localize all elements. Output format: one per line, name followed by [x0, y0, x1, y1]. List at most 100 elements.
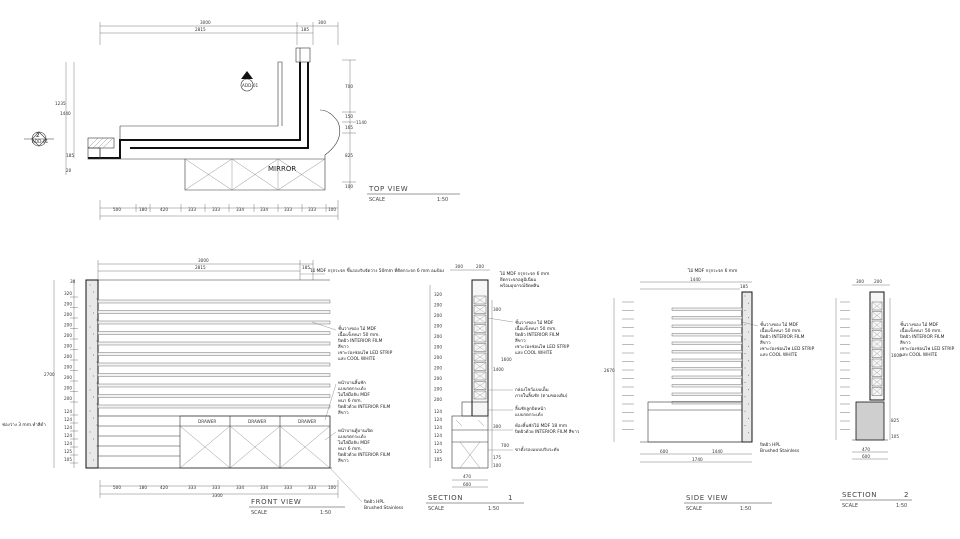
top-view-scale-label: SCALE: [369, 197, 385, 203]
section1-cell: [473, 390, 487, 400]
section1-dim-left-15: 124: [434, 441, 442, 446]
front-left-dims: 3202002002002002002002002002002001241241…: [64, 291, 78, 464]
section2-cell-cross: [871, 349, 883, 358]
front-dim-bottom-0: 500: [113, 485, 121, 490]
section1-cell: [473, 324, 487, 333]
top-dim-right-1: 150: [345, 114, 353, 119]
section1-dim-left-8: 200: [434, 376, 442, 381]
section1-dim-left-5: 200: [434, 345, 442, 350]
texture-dot: [744, 425, 746, 427]
section1-cell: [473, 352, 487, 362]
front-dim-top-1: 2815: [195, 265, 206, 270]
section2-number: 2: [904, 491, 909, 499]
front-note-2-line-2: ไม่ใส่มือจับ MDF: [337, 391, 370, 398]
front-view: 3000 2815 185 2700 30 320200200200200200…: [2, 258, 444, 516]
front-dim-left-6: 200: [64, 354, 72, 359]
texture-dot: [96, 298, 98, 300]
texture-dot: [96, 319, 98, 321]
texture-dot: [744, 338, 746, 340]
front-dim-left-9: 200: [64, 386, 72, 391]
side-note-0: ไม้ MDF กรุกระจก 6 mm: [687, 268, 737, 274]
side-shelf: [671, 333, 743, 337]
front-dim-bottom-2: 420: [160, 485, 168, 490]
section1-note-3: ลิ้นชักลูกบิดหน้า แบบกดกระเด้ง: [515, 405, 547, 418]
top-dim-bottom-9: 100: [328, 207, 336, 212]
front-view-scale-label: SCALE: [251, 510, 267, 516]
front-shelf: [97, 352, 331, 356]
texture-dot: [96, 424, 98, 426]
section2-note-0-line-1: เนื้อแข็งหนา 50 mm.: [900, 326, 942, 334]
side-dim-top-1: 185: [740, 284, 748, 289]
drawer-label-1: DRAWER: [198, 419, 216, 424]
side-shelf: [671, 341, 743, 345]
section1-note-1-line-1: เนื้อแข็งหนา 50 mm.: [515, 324, 557, 332]
front-note-3-line-5: สีขาว: [338, 458, 349, 464]
section2-cell-cross: [871, 320, 883, 330]
section2-cell-cross: [871, 368, 883, 377]
texture-dot: [748, 389, 749, 391]
side-panel-texture: [744, 295, 749, 434]
section1-note-1-line-4: เซาะร่องซ่อนไฟ LED STRIP: [515, 344, 570, 350]
front-shelf: [97, 404, 331, 409]
section2-title: SECTION: [842, 491, 877, 499]
texture-dot: [93, 354, 94, 356]
section2-cell: [871, 320, 883, 330]
top-dim-bottom-5: 334: [236, 207, 244, 212]
section1-dim-right-0: 300: [493, 307, 501, 312]
section2-cell-cross: [871, 311, 883, 320]
front-note-1-line-4: เซาะร่องซ่อนไฟ LED STRIP: [338, 350, 393, 356]
side-shelf: [671, 324, 743, 328]
texture-dot: [89, 431, 91, 433]
section1-dim-left-16: 125: [434, 449, 442, 454]
front-note-2-line-5: สีขาว: [338, 410, 349, 416]
texture-dot: [93, 375, 94, 377]
texture-dot: [744, 324, 746, 326]
section-1-view: 300 200 32020020020020020020020020020020…: [426, 264, 580, 512]
section1-shelf-cells: [473, 295, 487, 400]
texture-dot: [744, 367, 746, 369]
section1-dim-left-1: 200: [434, 303, 442, 308]
texture-dot: [93, 291, 94, 293]
section1-note-3-line-0: ลิ้นชักลูกบิดหน้า: [515, 405, 547, 412]
front-shelf: [97, 362, 331, 367]
drawer-label-3: DRAWER: [298, 419, 316, 424]
texture-dot: [96, 382, 98, 384]
section2-dim-right-1: 825: [891, 418, 899, 423]
texture-dot: [748, 432, 749, 434]
section1-cell: [473, 371, 487, 381]
section1-note-2: กล่องโชว์แบบเต็ม ภายในลิ้นชัก (ตามของเดิ…: [515, 385, 568, 399]
section-marker-2-number: 2: [36, 132, 40, 139]
front-shelf: [97, 373, 331, 377]
side-dim-bottom-total: 1740: [692, 457, 703, 462]
front-dim-left-3: 200: [64, 323, 72, 328]
texture-dot: [748, 417, 749, 419]
section1-dim-bottom-0: 470: [463, 474, 471, 479]
front-shelf: [97, 341, 331, 346]
section1-dim-right-4: 700: [501, 443, 509, 448]
section1-cell: [473, 343, 487, 352]
front-note-3: หน้าบานตู้บานเปิด แบบกดกระเด้ง ไม่ใส่มือ…: [337, 428, 391, 464]
front-dim-bottom-9: 100: [328, 485, 336, 490]
side-dim-top-0: 1440: [690, 277, 701, 282]
front-dim-top-0: 3000: [198, 258, 209, 263]
side-shelves: [671, 307, 743, 405]
top-dim-right-2: 165: [345, 125, 353, 130]
front-dim-left-10: 200: [64, 396, 72, 401]
section1-dim-left-4: 200: [434, 334, 442, 339]
section2-scale-label: SCALE: [842, 503, 858, 509]
texture-dot: [748, 360, 749, 362]
section2-cell-cross: [871, 330, 883, 339]
front-panel-texture: [89, 284, 98, 461]
side-note-1: ชั้นวางของ ไม้ MDF เนื้อแข็งหนา 50 mm. ป…: [759, 321, 814, 358]
section2-note-0-line-2: ปิดผิว INTERIOR FILM: [899, 334, 944, 340]
front-note-3-line-2: ไม่ใส่มือจับ MDF: [337, 439, 370, 446]
texture-dot: [748, 403, 749, 405]
front-dim-left-2: 200: [64, 312, 72, 317]
top-dim-right-3: 1140: [356, 120, 367, 125]
section1-cell-cross: [473, 305, 487, 314]
section1-cell: [473, 333, 487, 343]
texture-dot: [96, 403, 98, 405]
section1-cell: [473, 295, 487, 305]
section1-dim-top-0: 300: [455, 264, 463, 269]
front-shelf: [97, 310, 331, 314]
